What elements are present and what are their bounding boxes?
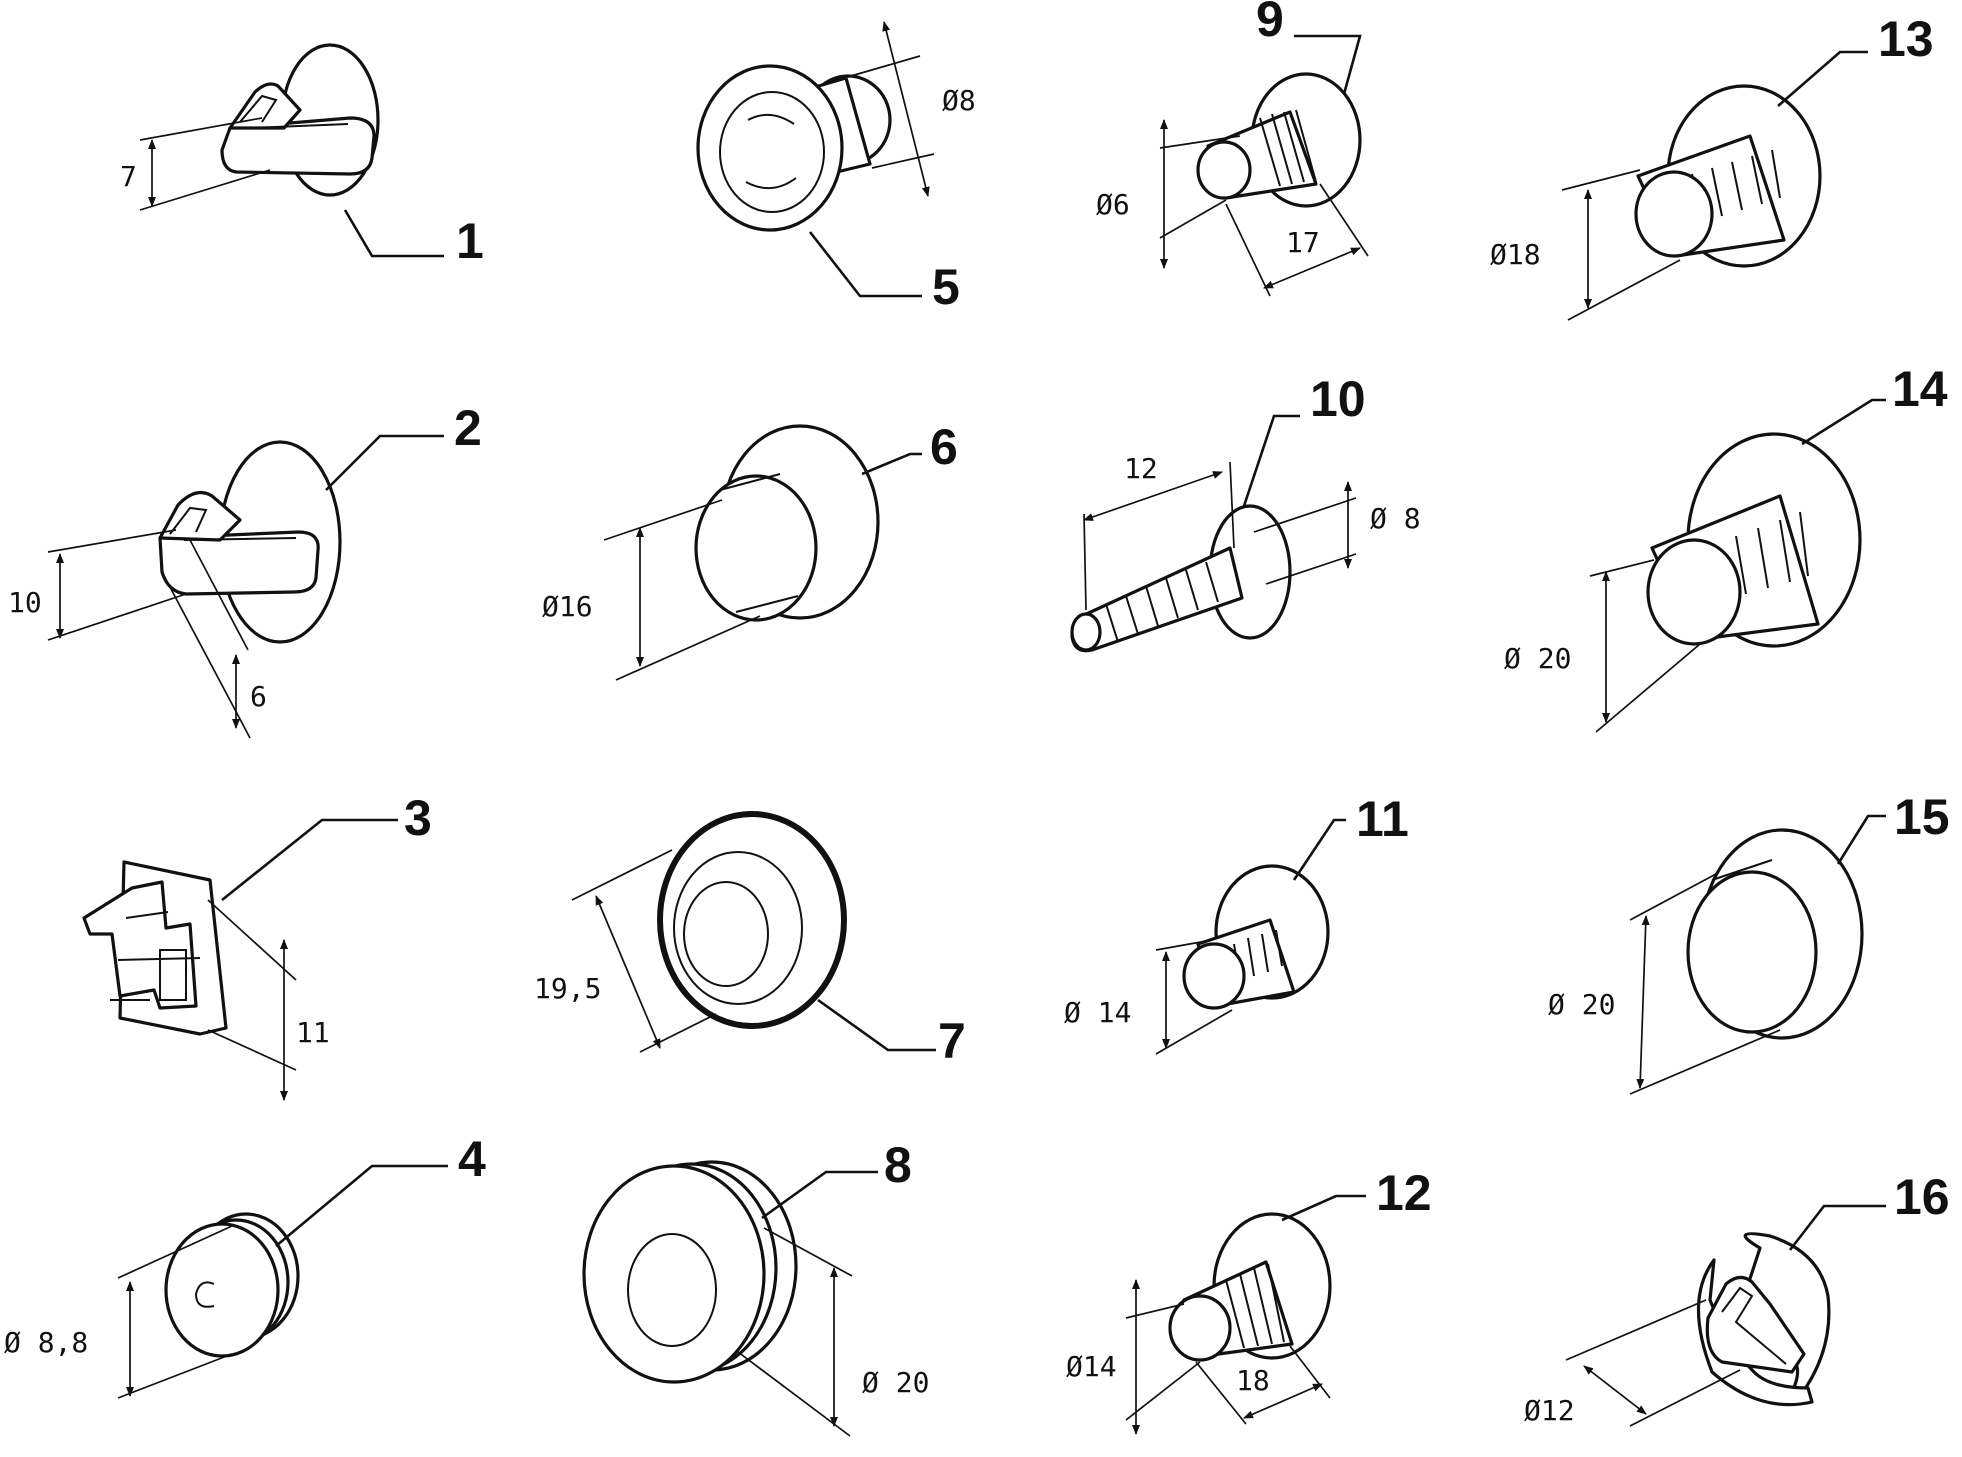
dimension-ø14b: Ø14: [1066, 1279, 1201, 1435]
dim-label: 18: [1236, 1364, 1270, 1397]
dim-label: 7: [120, 160, 137, 193]
part-number-6: 6: [930, 419, 958, 475]
dim-label: Ø 8,8: [4, 1326, 88, 1359]
part-10: 12 Ø 8 10: [1070, 371, 1421, 653]
part-3: 11 3: [82, 790, 432, 1101]
dimension-ø8: Ø8: [843, 21, 976, 197]
part-8: Ø 20 8: [582, 1137, 929, 1437]
dim-label: Ø12: [1524, 1394, 1575, 1427]
part-number-1: 1: [456, 213, 484, 269]
part-14: Ø 20 14: [1504, 361, 1948, 733]
part-11-drawing: [1182, 864, 1330, 1010]
part-12-drawing: [1168, 1212, 1332, 1362]
part-number-13: 13: [1878, 11, 1934, 67]
part-number-3: 3: [404, 790, 432, 846]
part-number-2: 2: [454, 400, 482, 456]
dim-label: Ø 20: [862, 1366, 929, 1399]
part-number-10: 10: [1310, 371, 1366, 427]
dim-label: Ø6: [1096, 188, 1130, 221]
part-13: Ø18 13: [1490, 11, 1934, 321]
part-13-drawing: [1634, 84, 1822, 268]
dim-label: 10: [8, 586, 42, 619]
dimension-ø20c: Ø 20: [1548, 873, 1781, 1095]
part-7: 19,5 7: [534, 811, 966, 1069]
dimension-7: 7: [120, 117, 271, 211]
part-9-drawing: [1196, 72, 1362, 208]
dimension-10: 10: [8, 529, 187, 641]
part-15: Ø 20 15: [1548, 789, 1950, 1095]
part-15-drawing: [1686, 828, 1864, 1040]
part-3-drawing: [82, 860, 228, 1036]
part-5: Ø8 5: [696, 21, 976, 315]
part-4: Ø 8,8 4: [4, 1131, 486, 1399]
dimension-ø20b: Ø 20: [1504, 559, 1701, 733]
part-12: Ø14 18 12: [1066, 1165, 1432, 1435]
part-number-8: 8: [884, 1137, 912, 1193]
dimension-6: 6: [161, 539, 267, 739]
part-1: 7 1: [120, 43, 484, 269]
part-9: Ø6 17 9: [1096, 0, 1369, 297]
dimension-ø12: Ø12: [1524, 1299, 1741, 1427]
dim-label: Ø 20: [1548, 988, 1615, 1021]
dimension-ø20: Ø 20: [737, 1227, 929, 1437]
part-number-5: 5: [932, 259, 960, 315]
part-10-drawing: [1070, 504, 1292, 653]
dim-label: 11: [296, 1016, 330, 1049]
part-number-14: 14: [1892, 361, 1948, 417]
dimension-ø18: Ø18: [1490, 169, 1681, 321]
dim-label: Ø8: [942, 84, 976, 117]
dimension-ø16: Ø16: [542, 499, 761, 681]
part-number-15: 15: [1894, 789, 1950, 845]
part-8-drawing: [582, 1160, 798, 1384]
dim-label: 12: [1124, 452, 1158, 485]
part-5-drawing: [696, 64, 892, 232]
dim-label: Ø 14: [1064, 996, 1131, 1029]
dimension-11: 11: [207, 899, 330, 1101]
part-number-4: 4: [458, 1131, 486, 1187]
part-6: Ø16 6: [542, 419, 958, 681]
dimension-19-5: 19,5: [534, 849, 717, 1053]
dim-label: Ø16: [542, 590, 593, 623]
dimension-8-8: Ø 8,8: [4, 1225, 233, 1399]
part-4-drawing: [164, 1212, 300, 1358]
part-16: Ø12 16: [1524, 1169, 1950, 1427]
part-7-drawing: [657, 811, 847, 1029]
part-number-7: 7: [938, 1013, 966, 1069]
part-number-12: 12: [1376, 1165, 1432, 1221]
part-2-drawing: [158, 440, 342, 644]
part-2: 10 6 2: [8, 400, 482, 739]
dim-label: 6: [250, 680, 267, 713]
dimension-18: 18: [1195, 1345, 1331, 1425]
part-1-drawing: [220, 43, 380, 197]
part-14-drawing: [1646, 432, 1862, 648]
dim-label: 17: [1286, 226, 1320, 259]
dim-label: Ø14: [1066, 1350, 1117, 1383]
dimension-12: 12: [1083, 452, 1235, 611]
part-number-16: 16: [1894, 1169, 1950, 1225]
part-11: Ø 14 11: [1064, 791, 1409, 1055]
dimension-17: 17: [1225, 183, 1369, 297]
dimension-ø8b: Ø 8: [1253, 481, 1421, 585]
part-16-drawing: [1696, 1232, 1831, 1407]
dim-label: Ø 20: [1504, 642, 1571, 675]
dim-label: Ø 8: [1370, 502, 1421, 535]
dim-label: 19,5: [534, 972, 601, 1005]
part-number-9: 9: [1256, 0, 1284, 47]
part-6-drawing: [694, 424, 880, 622]
dim-label: Ø18: [1490, 238, 1541, 271]
dimension-ø6: Ø6: [1096, 119, 1241, 269]
dimension-ø14: Ø 14: [1064, 939, 1233, 1055]
part-number-11: 11: [1356, 791, 1409, 847]
